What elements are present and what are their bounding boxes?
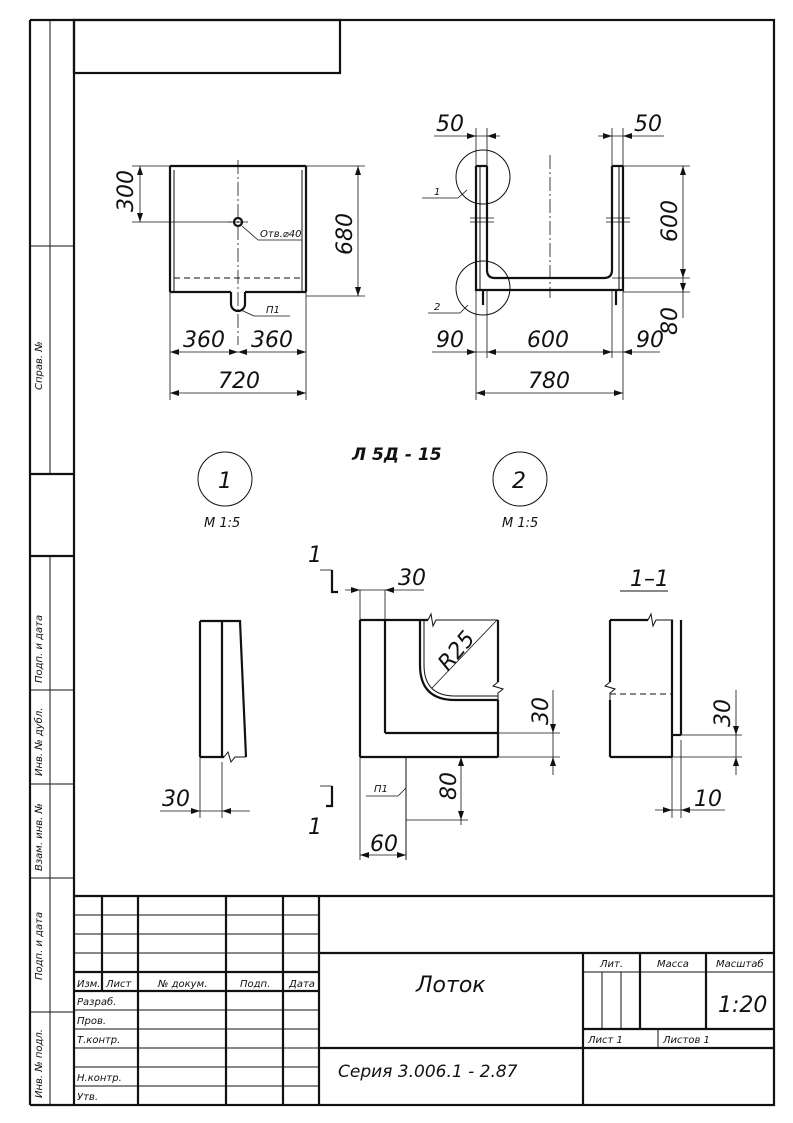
callout-2-label: 2 [434,302,440,313]
detail-1-view: 30 [160,619,250,818]
role-tech-control: Т.контр. [77,1035,120,1046]
detail-marker-1: 1 М 1:5 [197,451,253,531]
dim-360-right: 360 [251,328,293,353]
hdr-col-date: Дата [288,979,315,990]
hdr-col-change: Изм. [77,979,101,990]
detail-1-number: 1 [218,469,232,494]
dim-300: 300 [114,170,139,212]
dim-600-vertical: 600 [658,200,683,242]
cut-mark-top: 1 [308,543,322,568]
section-1-1-dim-30: 30 [711,699,736,727]
front-p1-label: П1 [266,305,280,316]
section-1-1-view: 1–1 30 10 [603,567,742,818]
mass-label: Масса [657,959,689,970]
detail-1-dim-30: 30 [162,787,190,812]
role-norm-control: Н.контр. [77,1073,122,1084]
role-developer: Разраб. [77,996,116,1008]
dim-720: 720 [218,369,260,394]
dim-50-right: 50 [634,112,662,137]
section-1-1-title: 1–1 [630,567,669,592]
scale-label: Масштаб [716,958,764,970]
dim-680: 680 [333,213,358,255]
side-instead-inv: Взам. инв. № [34,803,45,871]
hole-label: Отв.⌀40 [260,229,302,240]
detail-2-radius: R25 [433,627,480,676]
detail-2-scale: М 1:5 [502,516,538,531]
dim-780: 780 [528,369,570,394]
sheets-label: Листов 1 [662,1035,710,1046]
detail-2-dim-60: 60 [370,832,398,857]
section-1-1-dim-10: 10 [694,787,722,812]
detail-2-p1-label: П1 [374,784,388,795]
series-label: Серия 3.006.1 - 2.87 [338,1062,518,1082]
cut-mark-bottom: 1 [308,815,322,840]
side-strip: Справ. № Подп. и дата Инв. № дубл. Взам.… [33,341,45,1098]
title-block: Изм. Лист № докум. Подп. Дата Разраб. Пр… [74,894,774,1105]
dim-360-left: 360 [183,328,225,353]
hdr-col-doc: № докум. [157,979,207,990]
side-sign-date-1: Подп. и дата [34,615,45,683]
dim-600-bottom: 600 [527,328,569,353]
side-ref-no: Справ. № [34,341,45,390]
dim-90-right: 90 [636,328,664,353]
drawing-title: Л 5Д - 15 [351,445,442,465]
side-sign-date-2: Подп. и дата [34,912,45,980]
callout-1-label: 1 [434,187,440,198]
detail-2-view: 1 1 R25 30 30 П1 [308,543,560,860]
detail-marker-2: 2 М 1:5 [492,451,548,531]
detail-2-number: 2 [512,469,526,494]
role-checker: Пров. [77,1016,106,1027]
detail-2-dim-30-side: 30 [529,697,554,725]
dim-50-left: 50 [436,112,464,137]
front-view: Отв.⌀40 П1 300 680 360 360 720 [114,160,365,400]
sheet-label: Лист 1 [587,1035,623,1046]
hdr-col-sheet: Лист [105,979,133,990]
side-orig-inv: Инв. № подл. [34,1029,45,1098]
detail-1-scale: М 1:5 [204,516,240,531]
hdr-col-sign: Подп. [240,979,270,990]
lit-label: Лит. [599,959,623,970]
cross-section-view: 1 2 50 50 600 80 90 600 [422,112,690,400]
detail-2-dim-80: 80 [437,772,462,800]
detail-2-dim-30-top: 30 [398,566,426,591]
role-approved: Утв. [77,1092,98,1103]
product-name: Лоток [415,973,486,998]
dim-80-vertical: 80 [658,307,683,335]
sheet-frame [28,18,776,1107]
dim-90-left: 90 [436,328,464,353]
scale-value: 1:20 [718,993,767,1018]
side-dup-inv: Инв. № дубл. [33,708,45,776]
